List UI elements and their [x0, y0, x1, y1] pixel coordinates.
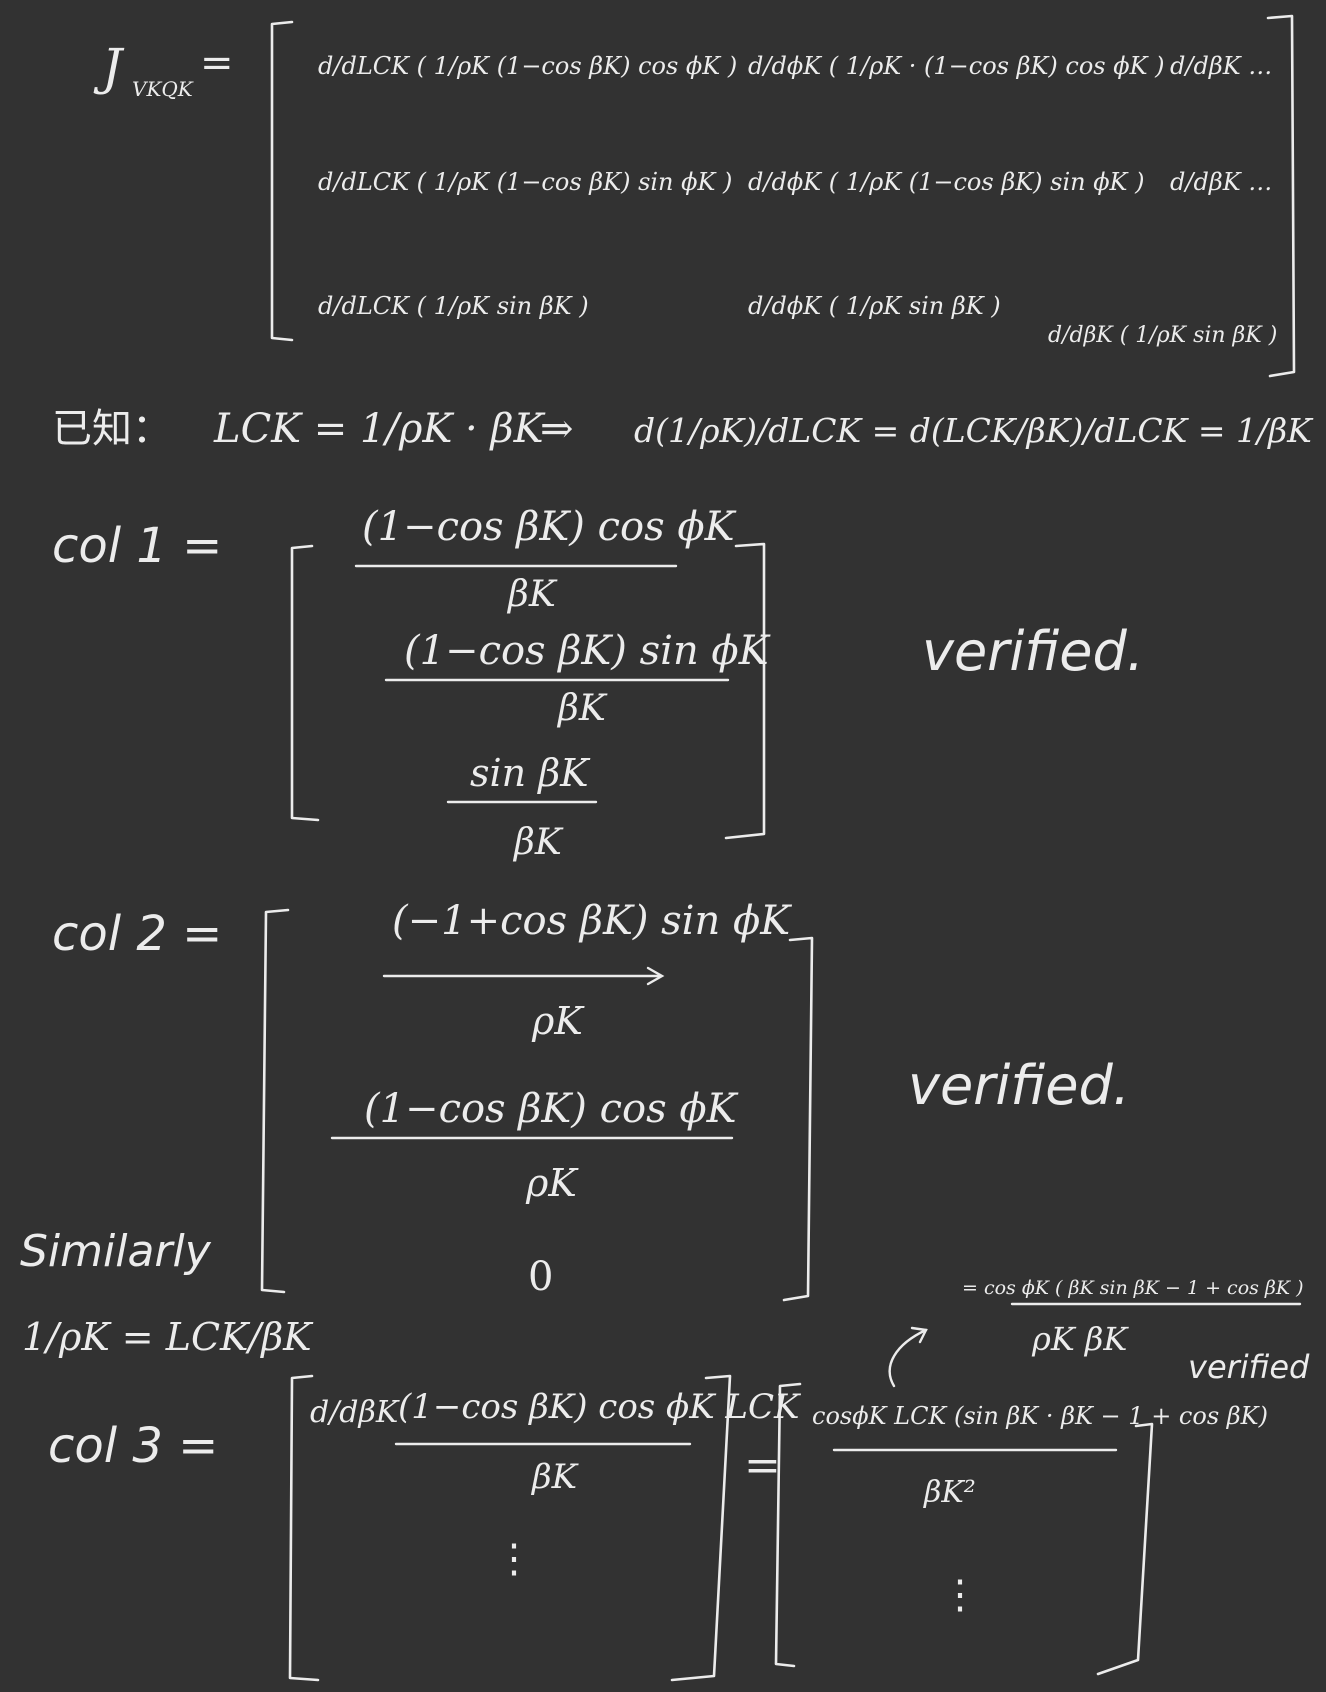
col2-right-bracket	[782, 936, 814, 1302]
col2-entry1-arrow-head	[646, 966, 665, 986]
col3-curved-arrow-head	[910, 1326, 928, 1344]
col3-left-numerator: (1−cos βK) cos ϕK LCK	[398, 1387, 802, 1427]
jacobian-definition: J VKQK = d/dLCK ( 1/ρK (1−cos βK) cos ϕK…	[93, 14, 1296, 378]
col3-right-matrix-right-bracket	[1096, 1422, 1154, 1676]
col3-label: col 3 =	[48, 1418, 218, 1474]
col1-entry3-numerator: sin βK	[470, 751, 591, 795]
col3-right-numerator: cosϕK LCK (sin βK · βK − 1 + cos βK)	[812, 1402, 1268, 1430]
col3-curved-arrow	[888, 1328, 928, 1388]
col2-entry3-value: 0	[528, 1254, 553, 1300]
jacobian-r3-c3: d/dβK ( 1/ρK sin βK )	[1048, 323, 1277, 348]
jacobian-r2-c3: d/dβK …	[1170, 168, 1272, 196]
column-2-block: col 2 = (−1+cos βK) sin ϕK ρK (1−cos βK)…	[52, 898, 1130, 1302]
jacobian-label-subscript: VKQK	[132, 77, 194, 101]
col3-right-vertical-dots: ⋮	[940, 1572, 980, 1618]
col2-entry1-numerator: (−1+cos βK) sin ϕK	[392, 898, 792, 944]
col2-verified-note: verified.	[908, 1054, 1130, 1117]
col1-entry2-denominator: βK	[556, 688, 608, 729]
col2-entry1-denominator: ρK	[531, 999, 585, 1043]
col3-left-derivative-operator: d/dβK	[310, 1395, 400, 1430]
col3-equals: =	[744, 1440, 781, 1491]
known-relation-text: LCK = 1/ρK · βK	[213, 406, 546, 452]
column-3-block: col 3 = d/dβK (1−cos βK) cos ϕK LCK βK ⋮…	[48, 1277, 1310, 1682]
jacobian-r2-c2: d/dϕK ( 1/ρK (1−cos βK) sin ϕK )	[748, 168, 1144, 196]
similarly-word: Similarly	[20, 1226, 212, 1277]
jacobian-label: J	[93, 38, 125, 96]
col3-simplified-numerator: = cos ϕK ( βK sin βK − 1 + cos βK )	[962, 1277, 1304, 1299]
jacobian-right-bracket	[1266, 14, 1296, 378]
col1-entry2-numerator: (1−cos βK) sin ϕK	[404, 628, 771, 674]
col1-left-bracket	[290, 544, 320, 822]
column-1-block: col 1 = (1−cos βK) cos ϕK βK (1−cos βK) …	[52, 504, 1144, 863]
col3-left-matrix-right-bracket	[670, 1374, 732, 1682]
known-implies: ⇒	[540, 406, 574, 452]
col3-left-matrix-left-bracket	[288, 1374, 320, 1682]
col3-left-vertical-dots: ⋮	[494, 1536, 534, 1582]
similarly-block: Similarly 1/ρK = LCK/βK	[20, 1226, 314, 1359]
col2-entry2-numerator: (1−cos βK) cos ϕK	[364, 1086, 739, 1132]
jacobian-r1-c3: d/dβK …	[1170, 52, 1272, 80]
col1-entry3-denominator: βK	[512, 822, 564, 863]
col1-entry1-denominator: βK	[506, 574, 558, 615]
jacobian-r1-c1: d/dLCK ( 1/ρK (1−cos βK) cos ϕK )	[318, 52, 737, 80]
jacobian-r3-c1: d/dLCK ( 1/ρK sin βK )	[318, 292, 589, 320]
jacobian-r3-c2: d/dϕK ( 1/ρK sin βK )	[748, 292, 1001, 320]
col1-label: col 1 =	[52, 518, 222, 574]
col2-entry2-denominator: ρK	[525, 1161, 579, 1205]
col3-simplified-denominator: ρK βK	[1031, 1320, 1129, 1358]
jacobian-equals: =	[200, 40, 234, 86]
col1-right-bracket	[724, 542, 766, 840]
col3-left-denominator: βK	[530, 1457, 580, 1497]
jacobian-r2-c1: d/dLCK ( 1/ρK (1−cos βK) sin ϕK )	[318, 168, 732, 196]
col1-entry1-numerator: (1−cos βK) cos ϕK	[362, 504, 737, 550]
col1-verified-note: verified.	[922, 620, 1144, 683]
jacobian-left-bracket	[270, 20, 294, 342]
col2-left-bracket	[260, 908, 290, 1294]
col3-right-matrix-left-bracket	[774, 1382, 802, 1668]
jacobian-r1-c2: d/dϕK ( 1/ρK · (1−cos βK) cos ϕK )	[748, 52, 1165, 80]
col3-right-denominator: βK²	[923, 1475, 976, 1510]
known-derivative: d(1/ρK)/dLCK = d(LCK/βK)/dLCK = 1/βK	[634, 411, 1314, 450]
known-relation: 已知： LCK = 1/ρK · βK ⇒ d(1/ρK)/dLCK = d(L…	[52, 406, 1314, 452]
col3-verified-note: verified	[1188, 1348, 1310, 1386]
similarly-relation: 1/ρK = LCK/βK	[22, 1315, 314, 1359]
col2-label: col 2 =	[52, 906, 222, 962]
known-prefix: 已知：	[52, 406, 172, 452]
